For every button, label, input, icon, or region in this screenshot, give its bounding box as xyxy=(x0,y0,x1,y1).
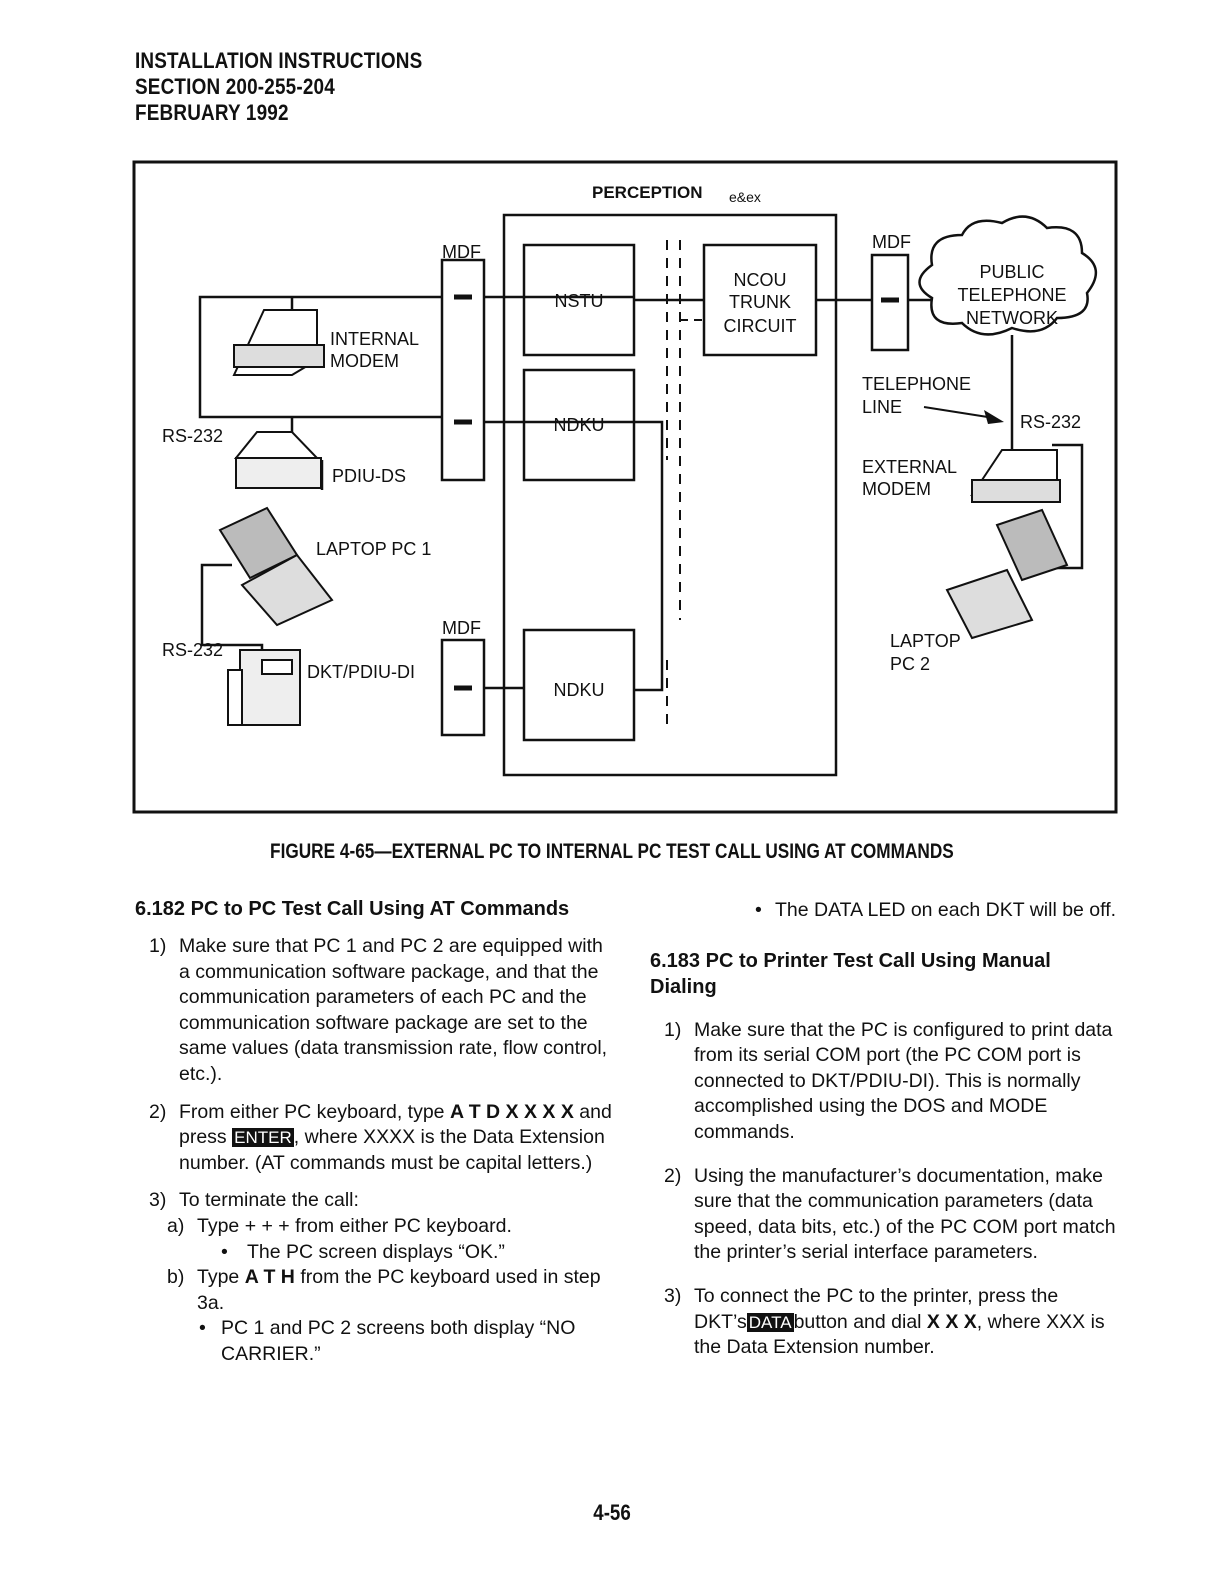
telephone-line-label-2: LINE xyxy=(862,397,902,417)
ndku-card-1 xyxy=(522,368,636,482)
rs232-label-c: RS-232 xyxy=(1020,412,1081,432)
right-column: •The DATA LED on each DKT will be off. 6… xyxy=(650,898,1118,1361)
dkt-phone-icon xyxy=(227,649,301,726)
internal-modem-label-1: INTERNAL xyxy=(330,329,419,349)
right-list-item-1: 1) Make sure that the PC is configured t… xyxy=(664,1018,1113,1143)
network-label-1: PUBLIC xyxy=(979,262,1044,282)
laptop-pc2-icon xyxy=(945,508,1069,640)
external-modem-icon xyxy=(970,449,1061,503)
rs232-label-b: RS-232 xyxy=(162,640,223,660)
bullet-no-carrier: •PC 1 and PC 2 screens both display “NO … xyxy=(199,1317,576,1365)
dkt-label: DKT/PDIU-DI xyxy=(307,662,415,682)
bullet-ok: •The PC screen displays “OK.” xyxy=(221,1240,505,1263)
page-number: 4-56 xyxy=(593,1500,631,1525)
mdf-label-3: MDF xyxy=(872,232,911,252)
figure-caption: FIGURE 4-65—EXTERNAL PC TO INTERNAL PC T… xyxy=(270,840,954,863)
section-heading-6182: 6.182 PC to PC Test Call Using AT Comman… xyxy=(135,898,570,920)
left-column: 6.182 PC to PC Test Call Using AT Comman… xyxy=(135,896,613,1368)
list-item-1: 1) Make sure that PC 1 and PC 2 are equi… xyxy=(149,935,608,1085)
laptop-pc1-icon xyxy=(218,506,334,627)
figure-diagram: PERCEPTION e&ex MDF MDF MDF NSTU NDKU ND… xyxy=(132,160,1118,814)
perception-label: PERCEPTION xyxy=(592,183,703,202)
ncou-label: NCOU xyxy=(734,270,787,290)
ndku-label-2: NDKU xyxy=(553,680,604,700)
dial-command: X X X xyxy=(926,1310,977,1333)
section-heading-6183: 6.183 PC to Printer Test Call Using Manu… xyxy=(650,949,1051,998)
sub-item-b: b) Type A T H from the PC keyboard used … xyxy=(149,1265,613,1367)
mdf-block-3 xyxy=(870,253,910,352)
ndku-card-2 xyxy=(522,628,636,742)
telephone-line-label-1: TELEPHONE xyxy=(862,374,971,394)
ndku-label-1: NDKU xyxy=(553,415,604,435)
laptop2-label-2: PC 2 xyxy=(890,654,930,674)
list-item-3: 3) To terminate the call: a) Type + + + … xyxy=(135,1188,613,1367)
figure-border xyxy=(132,160,1118,814)
telephone-network-cloud xyxy=(918,215,1097,336)
at-command-ath: A T H xyxy=(244,1266,295,1289)
pdiu-ds-label: PDIU-DS xyxy=(332,466,406,486)
mdf-block-1 xyxy=(440,258,486,482)
external-modem-label-2: MODEM xyxy=(862,479,931,499)
bullet-data-led: •The DATA LED on each DKT will be off. xyxy=(755,899,1117,921)
perception-sub: e&ex xyxy=(729,189,761,205)
rs232-label-a: RS-232 xyxy=(162,426,223,446)
perception-cabinet xyxy=(502,213,838,777)
external-modem-label-1: EXTERNAL xyxy=(862,457,957,477)
pdiu-ds-icon xyxy=(233,431,322,489)
right-list-item-2: 2) Using the manufacturer’s documentatio… xyxy=(664,1164,1116,1264)
document-header: INSTALLATION INSTRUCTIONS SECTION 200-25… xyxy=(135,48,422,126)
circuit-label: CIRCUIT xyxy=(724,316,797,336)
mdf-label-2: MDF xyxy=(442,618,481,638)
sub-item-a: a) Type + + + from either PC keyboard. •… xyxy=(149,1214,613,1265)
list-item-2: 2) From either PC keyboard, type A T D X… xyxy=(149,1100,612,1174)
right-list-item-3: 3) To connect the PC to the printer, pre… xyxy=(664,1284,1105,1359)
header-section: SECTION 200-255-204 xyxy=(135,74,335,99)
header-date: FEBRUARY 1992 xyxy=(135,100,289,125)
mdf-label-1: MDF xyxy=(442,242,481,262)
network-label-3: NETWORK xyxy=(966,308,1058,328)
nstu-label: NSTU xyxy=(555,291,604,311)
header-title: INSTALLATION INSTRUCTIONS xyxy=(135,48,423,73)
laptop1-label: LAPTOP PC 1 xyxy=(316,539,431,559)
internal-modem-label-2: MODEM xyxy=(330,351,399,371)
trunk-label: TRUNK xyxy=(729,292,791,312)
enter-key-label: ENTER xyxy=(232,1128,294,1148)
laptop2-label-1: LAPTOP xyxy=(890,631,961,651)
network-label-2: TELEPHONE xyxy=(957,285,1066,305)
at-command-atd: A T D X X X X xyxy=(449,1100,574,1123)
data-key-label: DATA xyxy=(746,1312,794,1332)
internal-modem-icon xyxy=(232,309,325,376)
